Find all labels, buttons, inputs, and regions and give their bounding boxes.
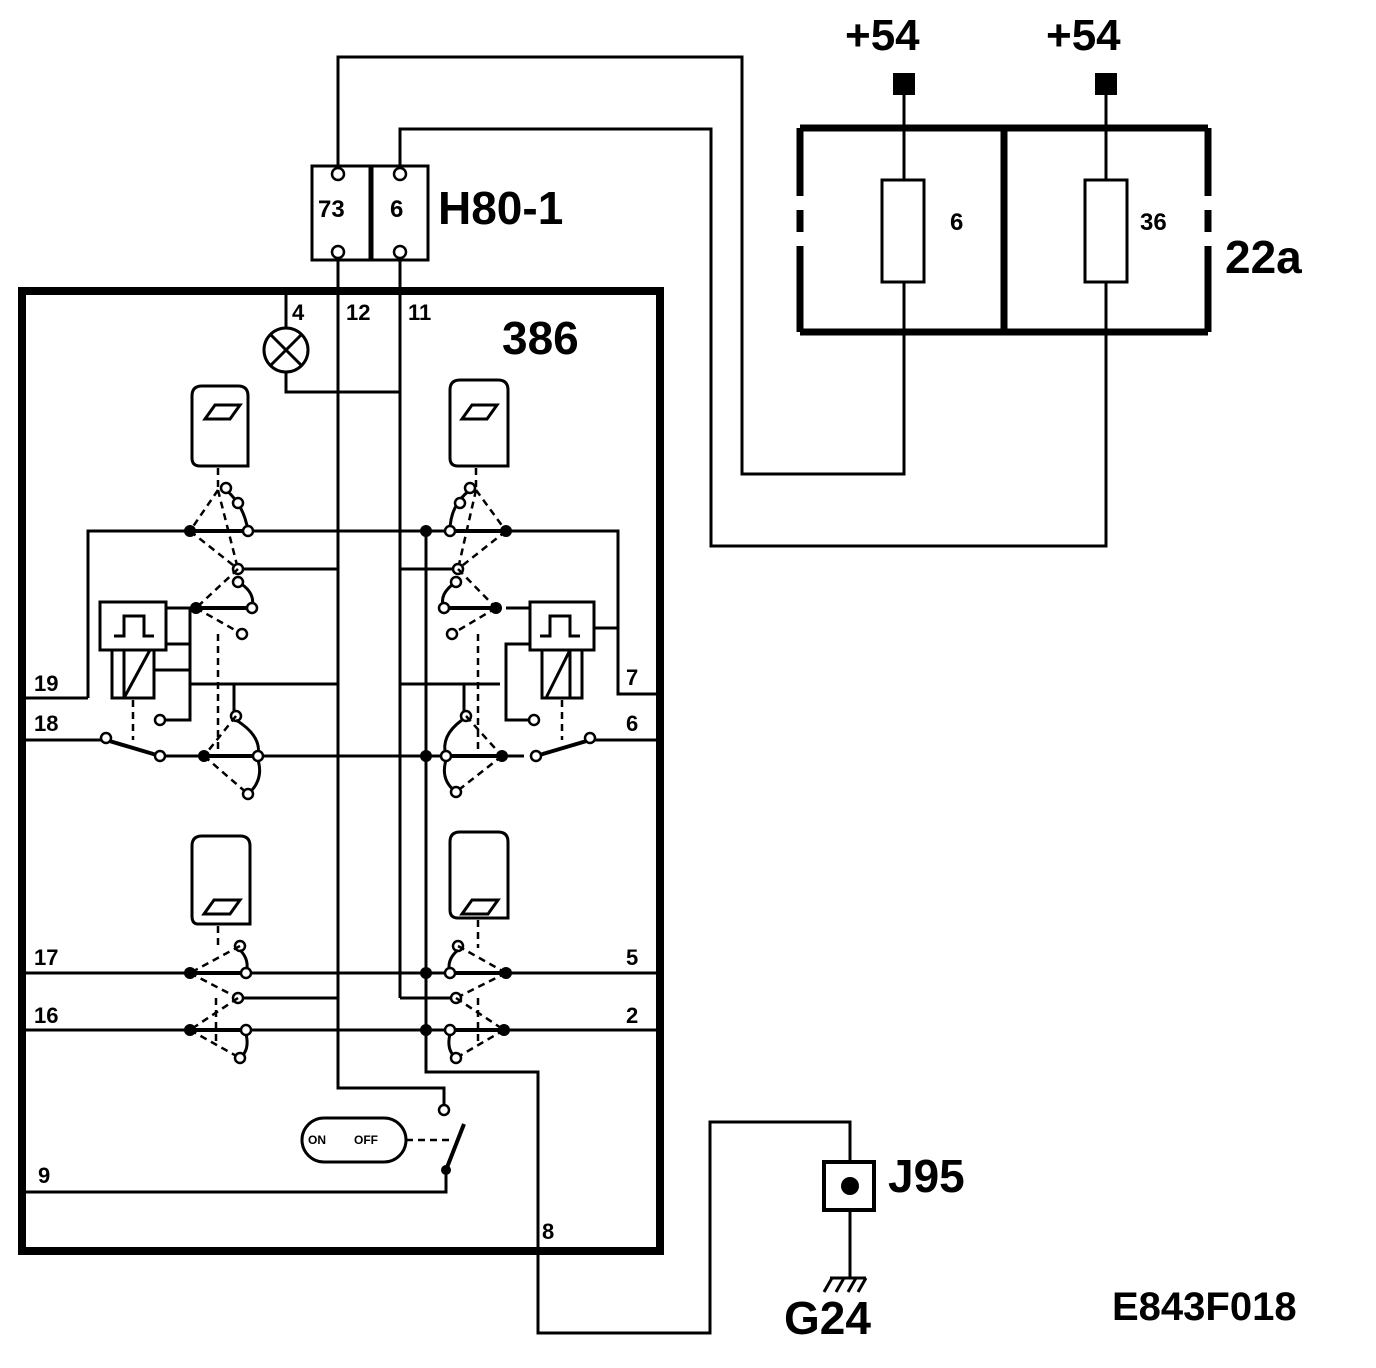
pin-7: 7 [626,665,638,690]
wire-fuse6-to-pin73 [336,55,906,476]
wire-pin7 [506,529,660,696]
contacts-left-lower-relay [203,684,265,801]
wire-pin19 [86,529,506,698]
pin-17: 17 [34,945,58,970]
pin-5: 5 [626,945,638,970]
fuse-6 [880,178,926,284]
connector-label: H80-1 [438,182,563,234]
supply-terminal-left [893,73,915,180]
child-lock-switch [300,1103,466,1175]
junction-label: J95 [888,1150,965,1202]
pin-18: 18 [34,711,58,736]
fuse-6-label: 6 [950,209,963,236]
wire-fuse36-to-pin6 [398,127,1108,548]
fuse-36 [1083,178,1129,284]
connector-h80-1 [310,164,430,262]
wire-pin9 [22,1170,448,1194]
bus-pin12 [336,260,446,1108]
junction-j95 [822,1160,876,1278]
ground-label: G24 [784,1292,871,1344]
pin-16: 16 [34,1003,58,1028]
contacts-right-lower-relay [439,684,503,799]
window-switch-front-right-icon [448,378,510,468]
contacts-left-upper [188,468,259,756]
window-switch-rear-right-icon [448,830,510,920]
supply-label-left: +54 [845,11,920,60]
pin-12: 12 [346,300,370,325]
lamp-icon [262,291,402,404]
contacts-rear-left [189,926,253,1065]
fuse-36-label: 36 [1140,209,1167,236]
fusebox [796,124,1212,336]
ground-icon [822,1276,868,1293]
pin-19: 19 [34,671,58,696]
contacts-right-upper [437,468,508,756]
connector-pin-73: 73 [318,196,345,223]
pin-2: 2 [626,1003,638,1028]
fusebox-label: 22a [1225,231,1302,283]
pin-9: 9 [38,1163,50,1188]
module-386-outline [18,287,664,1255]
relay-right-icon [504,600,618,763]
supply-terminal-right [1095,73,1117,180]
supply-label-right: +54 [1046,11,1121,60]
pin-4: 4 [292,300,305,325]
drawing-id: E843F018 [1112,1285,1297,1329]
relay-left-icon [98,600,192,763]
pin-11: 11 [408,300,431,325]
window-switch-rear-left-icon [190,834,252,926]
pin-8: 8 [542,1219,554,1244]
contacts-rear-right [443,920,507,1065]
pin-6: 6 [626,711,638,736]
bus-pin8 [424,528,852,1335]
switch-off-label: OFF [354,1133,378,1147]
module-label: 386 [502,312,579,364]
window-switch-front-left-icon [190,384,250,468]
switch-on-label: ON [308,1133,326,1147]
connector-pin-6: 6 [390,196,403,223]
